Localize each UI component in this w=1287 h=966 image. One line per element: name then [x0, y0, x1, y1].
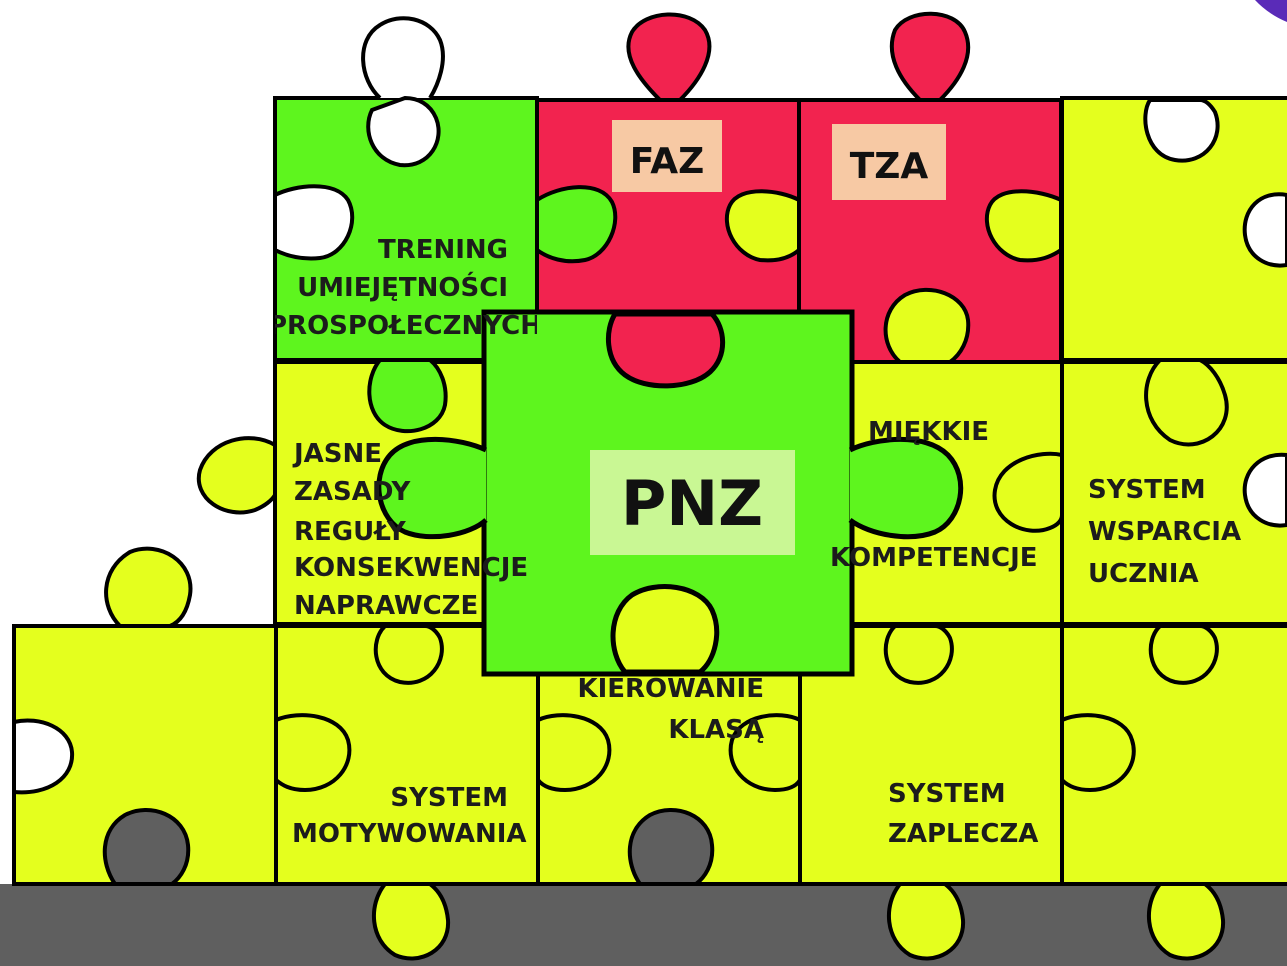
miekkie-label-line-2: KOMPETENCJE	[830, 543, 1038, 573]
green-knobs	[367, 185, 618, 434]
pnz-label: PNZ	[621, 467, 763, 540]
trening-label-line-3: PROSPOŁECZNYCH	[268, 311, 542, 341]
gray-base-strip	[0, 884, 1287, 966]
jasne-label-line-4: KONSEKWENCJE	[294, 553, 528, 583]
pnz-left-knob	[376, 436, 488, 540]
white-cutouts	[12, 16, 1287, 795]
pnz-right-knob	[848, 436, 964, 540]
pnz-top-notch	[605, 311, 726, 389]
system-wsparcia-label-line-3: UCZNIA	[1088, 559, 1199, 589]
gray-knobs	[102, 808, 715, 886]
faz-tag: FAZ	[630, 141, 704, 182]
system-motywowania-label-line-2: MOTYWOWANIA	[292, 819, 527, 849]
corner-accent-icon	[1255, 0, 1287, 22]
system-zaplecza-label-line-1: SYSTEM	[888, 779, 1006, 809]
jasne-label-line-3: REGUŁY	[294, 517, 407, 547]
jasne-label-line-1: JASNE	[292, 439, 382, 469]
system-wsparcia-label-line-1: SYSTEM	[1088, 475, 1206, 505]
trening-label-line-2: UMIEJĘTNOŚCI	[297, 271, 508, 303]
kierowanie-label-line-2: KLASĄ	[668, 715, 764, 745]
faz-tag-background	[612, 120, 722, 192]
tza-tag: TZA	[850, 146, 929, 187]
jasne-label-line-5: NAPRAWCZE	[294, 591, 478, 621]
miekkie-label-line-1: MIĘKKIE	[868, 417, 989, 447]
puzzle-piece-pnz: PNZ	[376, 309, 964, 677]
yellow-knobs	[104, 189, 1229, 961]
pnz-bottom-notch	[610, 584, 720, 675]
system-zaplecza-label-line-2: ZAPLECZA	[888, 819, 1038, 849]
jasne-label-line-2: ZASADY	[294, 477, 412, 507]
trening-label-line-1: TRENING	[378, 235, 508, 265]
system-wsparcia-label-line-2: WSPARCIA	[1088, 517, 1241, 547]
kierowanie-label-line-1: KIEROWANIE	[577, 674, 764, 704]
system-motywowania-label-line-1: SYSTEM	[390, 783, 508, 813]
tza-tag-background	[832, 124, 946, 200]
pnz-label-background	[590, 450, 795, 555]
